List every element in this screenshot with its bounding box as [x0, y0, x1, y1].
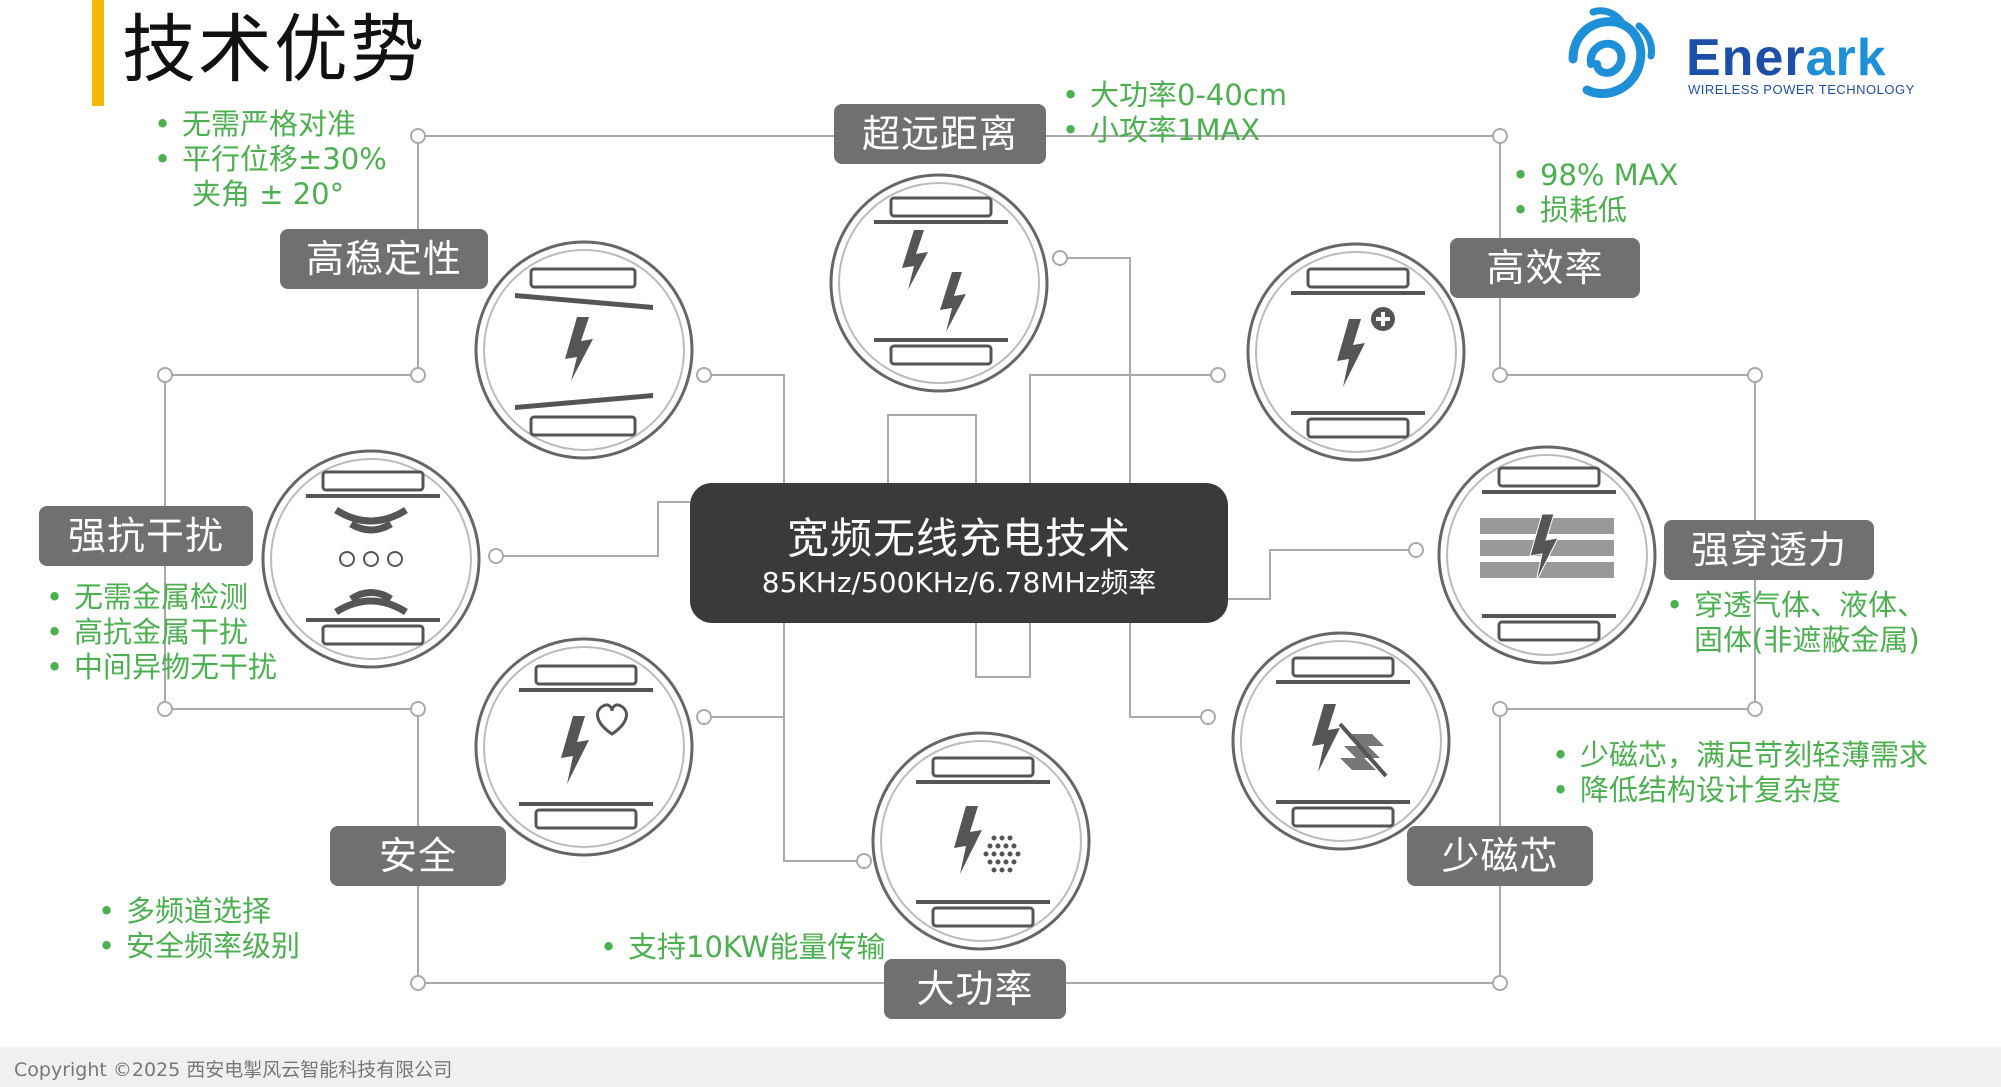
bullet-item: •高抗金属干扰 [46, 615, 249, 649]
feature-label-efficiency: 高效率 [1450, 238, 1640, 298]
feature-label-penetration: 强穿透力 [1664, 520, 1874, 580]
bullets-penetration: •穿透气体、液体、 固体(非遮蔽金属) [1666, 588, 1926, 658]
bullet-item: •平行位移±30% [154, 142, 387, 176]
bullet-item: •少磁芯，满足苛刻轻薄需求 [1552, 738, 1929, 772]
feature-label-long-distance: 超远距离 [834, 104, 1046, 164]
icon-safety [474, 637, 694, 857]
feature-label-less-core: 少磁芯 [1407, 826, 1593, 886]
bullet-item: •无需严格对准 [154, 107, 357, 141]
page-title: 技术优势 [122, 7, 426, 93]
feature-label-anti-interference: 强抗干扰 [39, 506, 253, 566]
bullet-item: •多频道选择 [98, 894, 272, 928]
bullets-safety: •多频道选择 •安全频率级别 [98, 894, 300, 964]
bullet-item: 固体(非遮蔽金属) [1694, 623, 1920, 657]
icon-anti-interference [261, 449, 481, 669]
feature-label-high-power: 大功率 [884, 959, 1066, 1019]
bullet-item: •损耗低 [1512, 193, 1628, 227]
icon-penetration [1437, 445, 1657, 665]
logo-text-part2: ark [1805, 29, 1887, 87]
feature-label-safety: 安全 [330, 826, 506, 886]
bullets-high-power: •支持10KW能量传输 [600, 930, 886, 965]
icon-less-core [1231, 631, 1451, 851]
center-technology-box: 宽频无线充电技术 85KHz/500KHz/6.78MHz频率 [690, 483, 1228, 623]
bullet-item: •小攻率1MAX [1062, 113, 1261, 147]
feature-label-stability: 高稳定性 [280, 229, 488, 289]
footer-bar: Copyright ©2025 西安电掣风云智能科技有限公司 [0, 1047, 2001, 1087]
bullet-item: •中间异物无干扰 [46, 650, 278, 684]
center-title: 宽频无线充电技术 [786, 514, 1131, 563]
footer-copyright: Copyright ©2025 西安电掣风云智能科技有限公司 [14, 1059, 453, 1081]
icon-stability [474, 240, 694, 460]
bullet-item: •安全频率级别 [98, 929, 301, 963]
bullets-less-core: •少磁芯，满足苛刻轻薄需求 •降低结构设计复杂度 [1552, 738, 1928, 808]
bullet-item: •大功率0-40cm [1062, 78, 1288, 112]
icon-long-distance [829, 173, 1049, 393]
bullet-item: •降低结构设计复杂度 [1552, 773, 1842, 807]
logo-text-part1: Ener [1686, 29, 1806, 87]
center-subtitle: 85KHz/500KHz/6.78MHz频率 [761, 566, 1157, 599]
bullets-long-distance: •大功率0-40cm •小攻率1MAX [1062, 78, 1287, 148]
enerark-logo-icon [1568, 7, 1655, 99]
brand-tagline: WIRELESS POWER TECHNOLOGY [1688, 82, 1915, 97]
icon-efficiency [1246, 242, 1466, 462]
title-accent-bar [92, 0, 104, 106]
bullet-item: 夹角 ± 20° [192, 177, 345, 211]
bullet-item: •穿透气体、液体、 [1666, 588, 1927, 622]
bullet-item: •支持10KW能量传输 [600, 930, 886, 964]
bullets-efficiency: •98% MAX •损耗低 [1512, 158, 1678, 228]
bullets-stability: •无需严格对准 •平行位移±30% 夹角 ± 20° [154, 107, 387, 212]
bullet-item: •98% MAX [1512, 158, 1679, 192]
bullets-anti-interference: •无需金属检测 •高抗金属干扰 •中间异物无干扰 [46, 580, 277, 685]
icon-high-power [871, 731, 1091, 951]
brand-logo-text: Enerark [1686, 28, 1887, 88]
bullet-item: •无需金属检测 [46, 580, 249, 614]
